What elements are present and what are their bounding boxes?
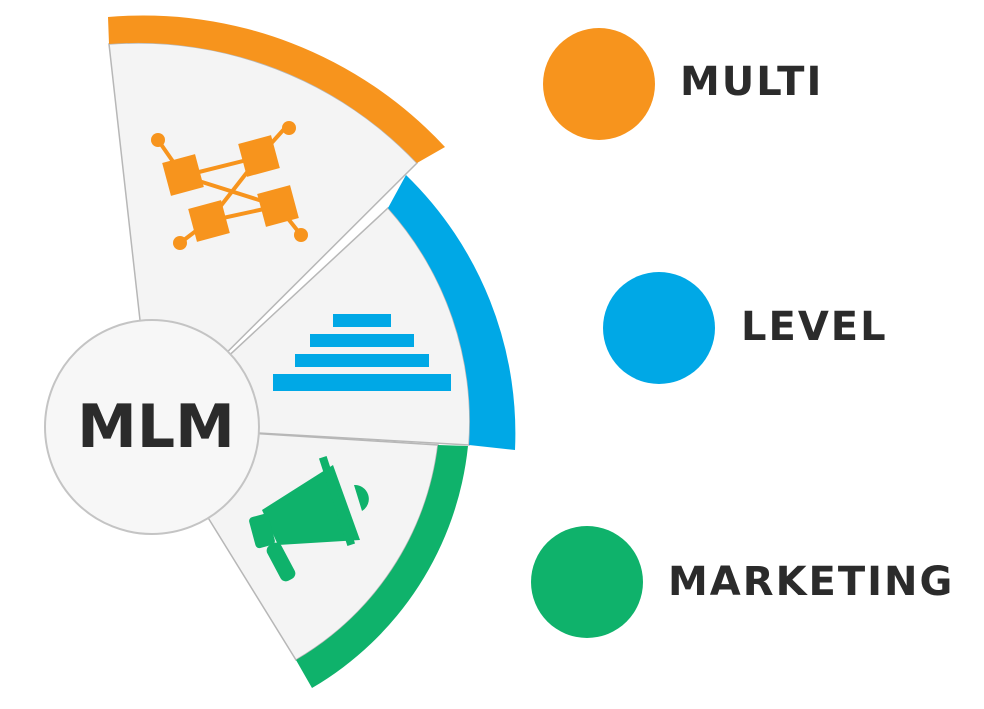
legend-dot-multi [543, 28, 655, 140]
network-nodes-icon [151, 121, 308, 250]
legend-label-level: LEVEL [741, 304, 888, 350]
pyramid-steps-icon [273, 314, 451, 391]
segment-multi-arc [108, 15, 445, 163]
legend-dot-marketing [531, 526, 643, 638]
legend-label-multi: MULTI [680, 59, 824, 105]
mlm-hub: MLM [44, 319, 260, 535]
megaphone-icon [249, 456, 369, 582]
segment-level-arc [388, 175, 516, 450]
segment-marketing-arc [296, 445, 468, 688]
legend-label-marketing: MARKETING [668, 559, 955, 605]
legend-dot-level [603, 272, 715, 384]
mlm-hub-label: MLM [77, 392, 235, 462]
mlm-hub-circle [44, 319, 260, 535]
